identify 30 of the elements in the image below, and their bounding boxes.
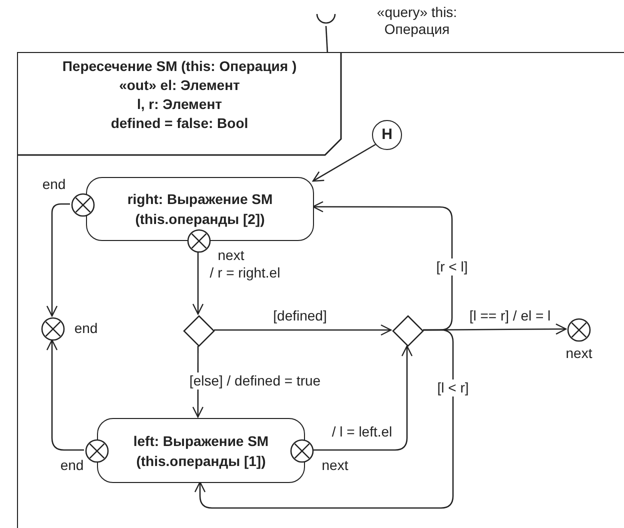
interface-label: «query» this: Операция (376, 4, 458, 37)
variable-declaration: «out» el: Элемент (119, 76, 240, 95)
edge-label: [r < l] (434, 258, 470, 276)
transition-arrow (46, 339, 84, 451)
transition-arrow (214, 324, 392, 336)
frame-title: Пересечение SM (this: Операция ) (62, 57, 297, 76)
variable-declaration: l, r: Элемент (136, 95, 222, 114)
state-box (86, 177, 314, 241)
exit-point-label: next (322, 457, 348, 473)
edge-label: [else] / defined = true (187, 372, 323, 390)
exit-point-label: end (74, 320, 98, 336)
transition-arrow (194, 329, 454, 509)
exit-point-label: next (566, 345, 592, 361)
transition-arrow (312, 144, 376, 182)
exit-point-label: end (60, 457, 84, 473)
transition-arrow (313, 345, 413, 451)
exit-point-label: next (218, 247, 244, 263)
edge-label: [defined] (271, 308, 329, 324)
edge-label: / r = right.el (208, 264, 282, 282)
variable-declaration: defined = false: Bool (110, 114, 248, 133)
edge-label: [l == r] / el = l (467, 308, 553, 324)
state-box (97, 418, 305, 483)
state-label: left: Выражение SM (this.операнды [1]) (132, 432, 270, 470)
edge-label: [l < r] (435, 380, 471, 396)
history-pseudostate: H (372, 120, 402, 150)
transition-arrow (46, 203, 70, 317)
transition-arrow (312, 201, 453, 331)
transition-arrow (192, 252, 204, 315)
state-label: right: Выражение SM (this.операнды [2]) (126, 190, 274, 229)
exit-point-label: end (42, 176, 66, 192)
